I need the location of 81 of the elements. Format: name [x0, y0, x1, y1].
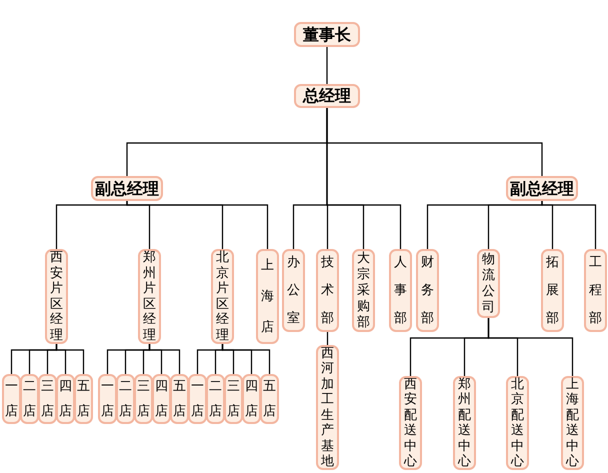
position-title: 五店 — [77, 378, 90, 421]
connector-line — [541, 201, 596, 249]
connector-line — [488, 318, 574, 376]
position-title: 总经理 — [303, 88, 351, 104]
position-box — [256, 249, 279, 344]
position-title: 西安片区经理 — [50, 250, 63, 343]
position-box — [453, 376, 476, 470]
connector-line — [326, 332, 328, 345]
position-box — [206, 374, 225, 424]
position-box — [389, 249, 412, 332]
position-title: 二店 — [23, 378, 36, 421]
connector-line — [326, 47, 328, 84]
position-title: 北京片区经理 — [216, 250, 229, 343]
connector-line — [148, 344, 180, 374]
position-box — [98, 374, 117, 424]
position-box — [294, 84, 360, 108]
position-box — [74, 374, 93, 424]
position-title: 董事长 — [303, 26, 351, 42]
position-box — [584, 249, 607, 332]
connector-line — [126, 201, 268, 249]
position-box — [506, 376, 529, 470]
position-title: 物流公司 — [482, 252, 495, 316]
position-box — [224, 374, 243, 424]
position-box — [316, 249, 339, 332]
position-title: 四店 — [245, 378, 258, 421]
position-box — [399, 376, 422, 470]
position-title: 西河加工生产基地 — [321, 346, 334, 470]
position-box — [294, 22, 360, 47]
position-title: 大宗采购部 — [357, 250, 370, 330]
position-title: 财务部 — [421, 254, 434, 328]
position-title: 上海配送中心 — [566, 376, 579, 470]
position-title: 西安配送中心 — [404, 376, 417, 470]
position-box — [152, 374, 171, 424]
position-title: 上海店 — [261, 257, 274, 337]
position-title: 五店 — [263, 378, 276, 421]
position-box — [56, 374, 75, 424]
position-box — [260, 374, 279, 424]
position-title: 郑州配送中心 — [458, 376, 471, 470]
position-box — [211, 249, 234, 344]
connector-line — [56, 344, 84, 374]
position-title: 拓展部 — [546, 254, 559, 328]
position-title: 人事部 — [394, 254, 407, 328]
position-title: 二店 — [209, 378, 222, 421]
position-box — [138, 249, 161, 344]
position-box — [352, 249, 375, 332]
position-box — [2, 374, 21, 424]
position-title: 四店 — [59, 378, 72, 421]
position-box — [561, 376, 584, 470]
position-title: 一店 — [5, 378, 18, 421]
position-title: 四店 — [155, 378, 168, 421]
position-title: 一店 — [191, 378, 204, 421]
position-box — [242, 374, 261, 424]
position-box — [282, 249, 305, 332]
position-box — [134, 374, 153, 424]
position-title: 技术部 — [321, 254, 334, 328]
connector-line — [326, 108, 402, 249]
position-box — [45, 249, 68, 344]
position-title: 北京配送中心 — [511, 376, 524, 470]
position-box — [477, 249, 500, 318]
position-title: 一店 — [101, 378, 114, 421]
position-box — [91, 176, 163, 201]
position-title: 三店 — [137, 378, 150, 421]
connector-line — [222, 344, 270, 374]
position-box — [316, 345, 339, 470]
position-title: 二店 — [119, 378, 132, 421]
position-box — [416, 249, 439, 332]
position-box — [188, 374, 207, 424]
position-title: 副总经理 — [95, 180, 159, 196]
position-box — [506, 176, 578, 201]
position-title: 副总经理 — [510, 180, 574, 196]
position-title: 办公室 — [287, 254, 300, 328]
position-box — [541, 249, 564, 332]
position-title: 三店 — [227, 378, 240, 421]
position-box — [38, 374, 57, 424]
position-box — [20, 374, 39, 424]
position-box — [170, 374, 189, 424]
position-title: 五店 — [173, 378, 186, 421]
position-title: 工程部 — [589, 254, 602, 328]
position-title: 郑州片区经理 — [143, 250, 156, 343]
position-box — [116, 374, 135, 424]
position-title: 三店 — [41, 378, 54, 421]
